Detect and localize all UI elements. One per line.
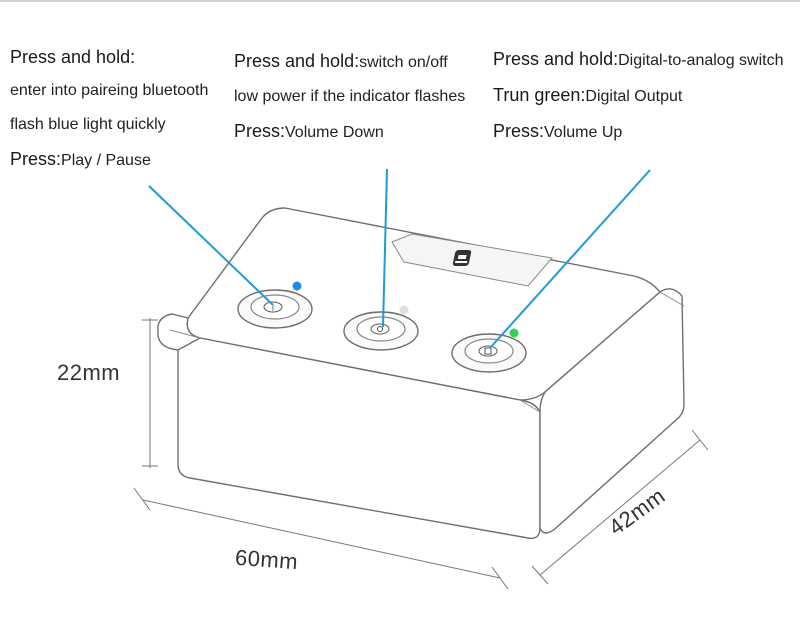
callout-left: Press and hold: enter into paireing blue… bbox=[10, 40, 208, 178]
callout-middle-line1-key: Press and hold: bbox=[234, 51, 360, 71]
leader-line-left bbox=[148, 185, 274, 306]
callout-left-line3: flash blue light quickly bbox=[10, 116, 166, 133]
dimension-height-label: 22mm bbox=[57, 360, 121, 385]
dimension-width-label: 60mm bbox=[234, 544, 299, 575]
button-middle[interactable] bbox=[343, 311, 419, 351]
brand-logo-icon bbox=[452, 250, 472, 266]
device-right-face bbox=[539, 288, 685, 534]
callout-right-line3-value: Volume Up bbox=[544, 124, 623, 141]
callout-middle-line1-value: switch on/off bbox=[359, 54, 448, 71]
indicator-light-blue bbox=[292, 281, 302, 291]
dimension-height-lines bbox=[142, 318, 158, 468]
callout-right-line2-key: Trun green: bbox=[493, 85, 586, 105]
leader-line-middle bbox=[382, 168, 388, 328]
svg-text:ᛒ: ᛒ bbox=[271, 304, 275, 312]
callout-middle-line3-value: Volume Down bbox=[285, 124, 384, 141]
callout-left-line4-key: Press: bbox=[10, 149, 62, 169]
callout-left-line2: enter into paireing bluetooth bbox=[10, 82, 209, 99]
callout-middle-line3-key: Press: bbox=[234, 121, 286, 141]
leader-line-right bbox=[489, 169, 651, 349]
display-window bbox=[391, 233, 553, 287]
callout-right: Press and hold:Digital-to-analog switch … bbox=[493, 42, 783, 150]
indicator-light-off bbox=[399, 305, 409, 315]
callout-right-line1-key: Press and hold: bbox=[493, 49, 619, 69]
callout-right-line3-key: Press: bbox=[493, 121, 545, 141]
dimension-width-lines bbox=[133, 487, 509, 590]
button-right[interactable] bbox=[451, 333, 527, 373]
button-left[interactable]: ᛒ bbox=[237, 289, 313, 329]
callout-middle: Press and hold:switch on/off low power i… bbox=[234, 44, 465, 150]
callout-left-line1: Press and hold: bbox=[10, 47, 136, 67]
callout-middle-line2: low power if the indicator flashes bbox=[234, 88, 466, 105]
indicator-light-green bbox=[509, 328, 519, 338]
callout-left-line4-value: Play / Pause bbox=[61, 152, 151, 169]
dimension-depth-lines bbox=[531, 429, 709, 585]
callout-right-line1-value: Digital-to-analog switch bbox=[618, 52, 784, 69]
top-divider bbox=[0, 0, 800, 2]
callout-right-line2-value: Digital Output bbox=[585, 88, 683, 105]
